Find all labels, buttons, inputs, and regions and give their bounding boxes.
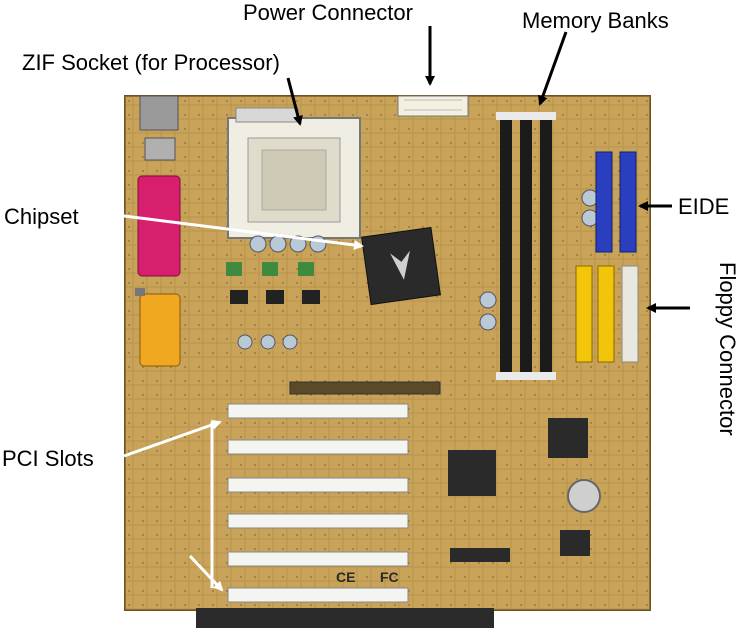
eide-label: EIDE (678, 194, 730, 219)
cmos-battery (567, 479, 601, 513)
southbridge-chips (448, 418, 601, 562)
chipset-arrow (107, 212, 364, 250)
callout-arrows (107, 26, 690, 592)
eide-connectors (595, 151, 637, 253)
pci-slots-arrow-3 (188, 554, 224, 592)
serial-port (139, 293, 181, 367)
agp-slot (289, 381, 441, 395)
chipset-label: Chipset (4, 204, 79, 229)
power-connector-label: Power Connector (243, 0, 413, 25)
rear-io-ports (135, 95, 181, 367)
zif-socket-arrow (286, 77, 303, 126)
chipset-chip (361, 226, 441, 306)
zif-socket-label: ZIF Socket (for Processor) (22, 50, 280, 75)
vrm-components (226, 189, 599, 350)
floppy-connector (621, 265, 639, 363)
fcc-mark: FC (380, 569, 399, 585)
zif-socket (227, 107, 361, 239)
pci-slots-arrow-1 (123, 419, 222, 458)
memory-banks-arrow (538, 31, 568, 106)
ce-mark: CE (336, 569, 355, 585)
floppy-and-ide-connectors (575, 265, 639, 363)
parallel-port (137, 175, 181, 277)
pci-slots-label: PCI Slots (2, 446, 94, 471)
memory-banks (496, 112, 556, 380)
board-markings: CE FC (336, 569, 399, 585)
bottom-edge-connector (196, 608, 494, 628)
pci-slots (227, 403, 409, 603)
memory-banks-label: Memory Banks (522, 8, 669, 33)
floppy-connector-label: Floppy Connector (715, 262, 740, 436)
power-connector (397, 95, 469, 117)
